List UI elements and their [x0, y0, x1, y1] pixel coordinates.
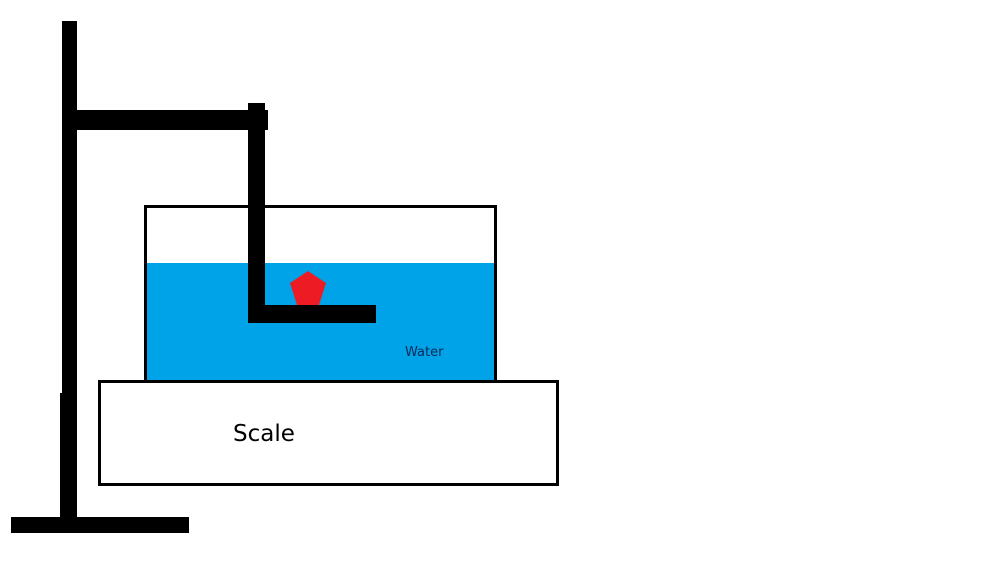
scale-label: Scale — [233, 421, 295, 447]
stand-arm — [77, 110, 268, 130]
scale-box — [98, 380, 559, 486]
water-label: Water — [405, 345, 444, 360]
stand-pole-lower — [60, 393, 77, 526]
hanging-rod — [248, 103, 265, 322]
red-pentagon-object — [290, 271, 326, 305]
rod-platform — [248, 305, 376, 323]
stand-base — [11, 517, 189, 533]
